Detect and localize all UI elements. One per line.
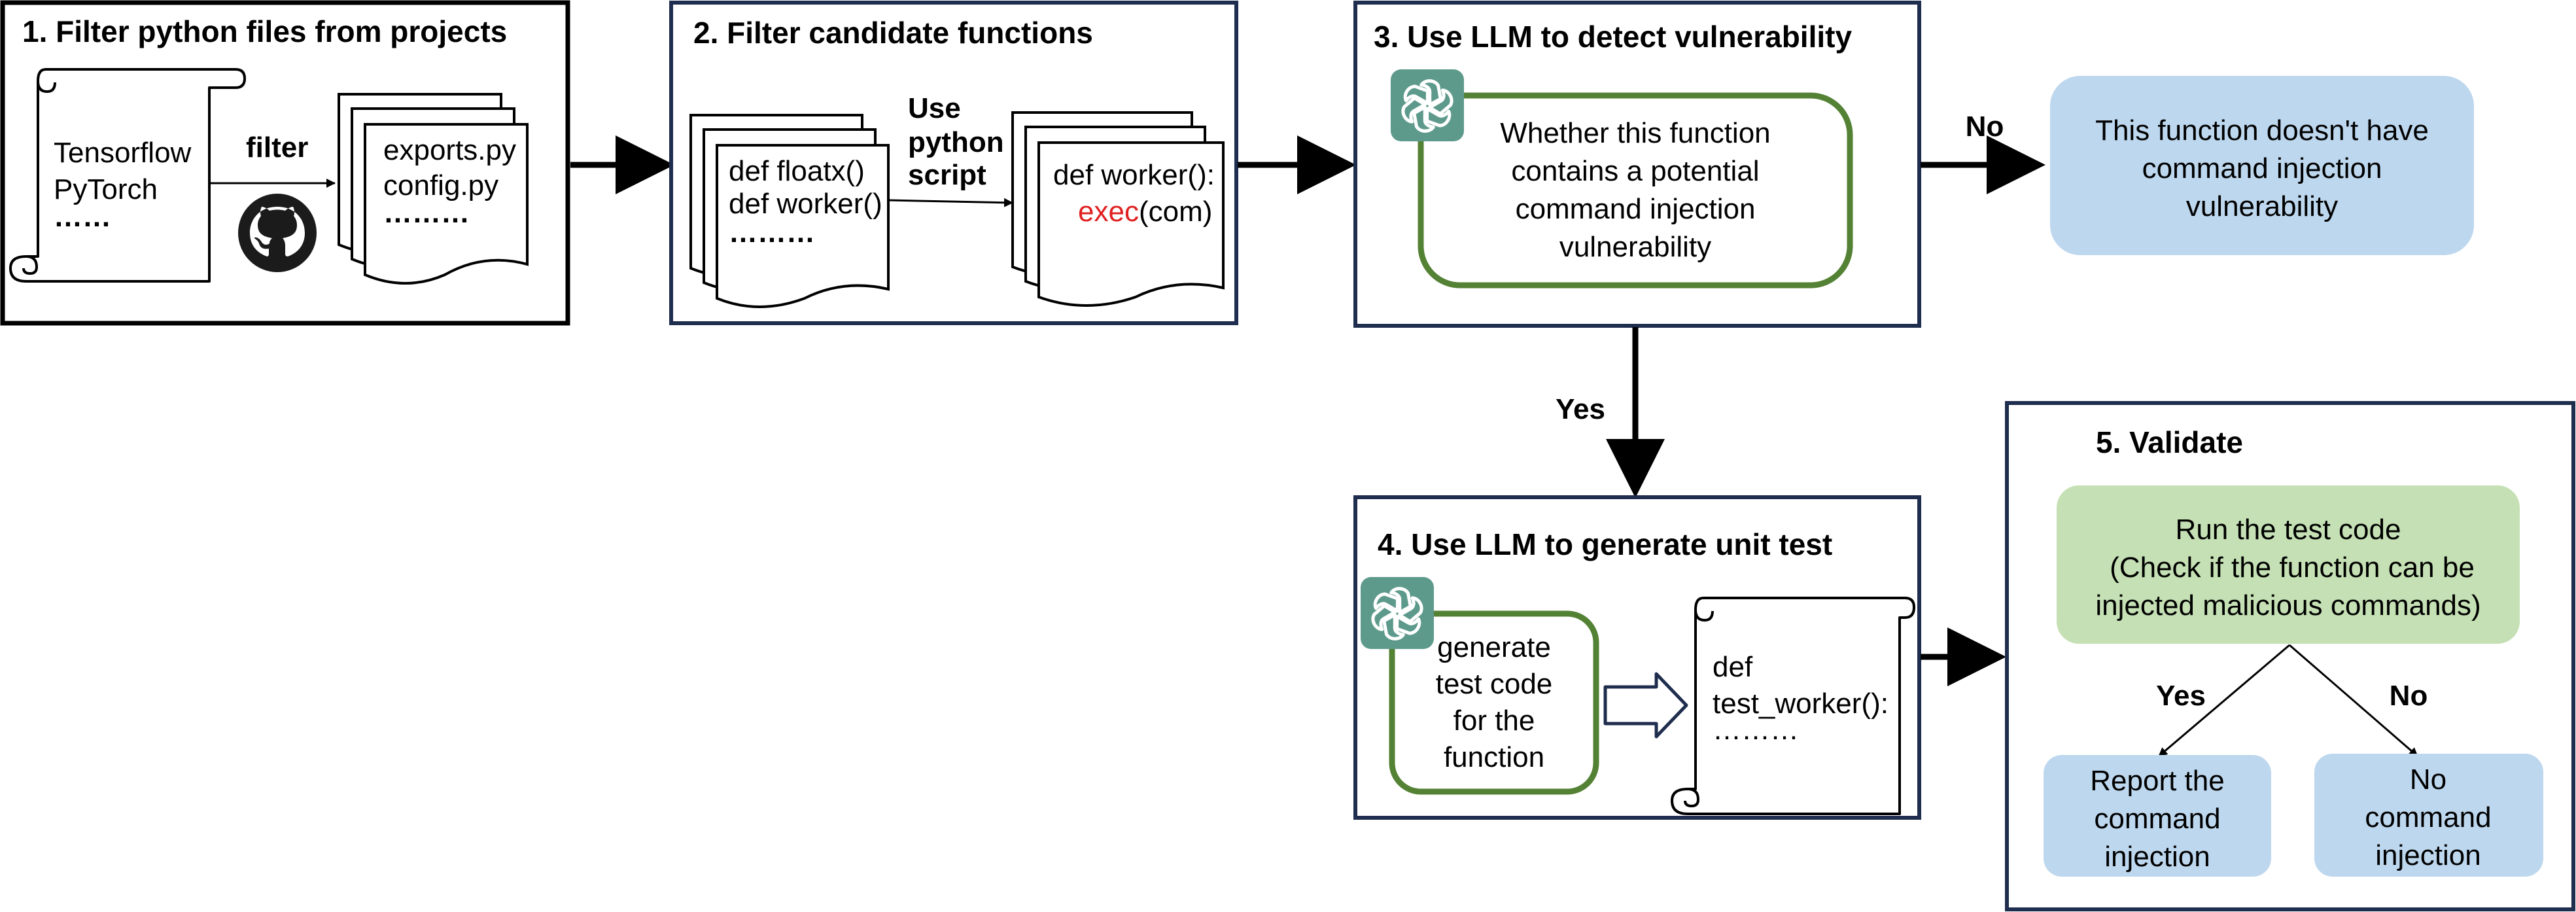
prompt-line-4: function (1444, 741, 1544, 773)
stage5-yes-label: Yes (2156, 680, 2206, 712)
github-icon (238, 194, 317, 272)
file-ellipsis: ……… (383, 197, 470, 229)
prompt-line-1: generate (1437, 631, 1551, 663)
stage3-yes-label: Yes (1556, 393, 1605, 425)
no-vuln-line-2: command injection (2142, 152, 2382, 184)
openai-icon (1391, 69, 1464, 141)
stage3-title: 3. Use LLM to detect vulnerability (1374, 20, 1852, 54)
question-line-2: contains a potential (1511, 155, 1759, 187)
report-injection-result (2044, 755, 2271, 877)
detect-question-box (1418, 92, 1853, 289)
exec-call-highlight: exec (1078, 196, 1139, 228)
project-tensorflow: Tensorflow (54, 137, 192, 169)
test-code-scroll-icon (1671, 597, 1915, 815)
no-vulnerability-result (2050, 76, 2474, 255)
script-label-use: Use (908, 92, 961, 124)
stage2-title: 2. Filter candidate functions (693, 16, 1093, 50)
question-line-4: vulnerability (1559, 231, 1711, 263)
no-injection-result (2314, 754, 2543, 877)
scroll-icon (9, 68, 246, 283)
filter-label: filter (246, 132, 308, 164)
run-test-box (2057, 485, 2520, 644)
stage5-no-label: No (2390, 680, 2428, 712)
selected-call: exec(com) (1078, 196, 1212, 228)
script-arrow (888, 198, 1013, 207)
arrow-validate-no (2289, 644, 2418, 758)
stage3-no-label: No (1966, 111, 2004, 143)
stage1-title: 1. Filter python files from projects (22, 14, 507, 48)
hollow-arrow-icon (1603, 672, 1688, 739)
run-line-3: injected malicious commands) (2095, 589, 2480, 622)
prompt-line-2: test code (1436, 668, 1553, 700)
run-line-2: (Check if the function can be (2110, 552, 2475, 584)
test-code-def: def (1713, 651, 1753, 683)
function-floatx: def floatx() (729, 155, 865, 187)
exec-call-args: (com) (1139, 196, 1212, 228)
stage4-title: 4. Use LLM to generate unit test (1378, 527, 1832, 561)
stage5-title: 5. Validate (2096, 425, 2243, 459)
test-code-ellipsis: ……… (1713, 714, 1799, 746)
prompt-line-3: for the (1453, 705, 1535, 737)
file-config: config.py (383, 169, 498, 202)
function-worker: def worker() (729, 188, 882, 220)
run-line-1: Run the test code (2176, 514, 2401, 546)
document-stack-icon (338, 93, 529, 285)
project-pytorch: PyTorch (54, 173, 158, 205)
report-line-2: command (2094, 803, 2220, 835)
project-ellipsis: …… (54, 201, 111, 233)
arrow-validate-yes (2158, 644, 2290, 758)
no-injection-line-3: injection (2375, 839, 2480, 871)
no-injection-line-2: command (2365, 801, 2491, 833)
generate-prompt-box (1389, 610, 1599, 795)
question-line-3: command injection (1516, 193, 1756, 225)
file-exports: exports.py (383, 134, 516, 166)
script-label-python: python (908, 126, 1004, 158)
script-label-script: script (908, 159, 986, 191)
selected-def: def worker(): (1053, 159, 1215, 191)
selected-function-pages-icon (1011, 111, 1225, 307)
no-vuln-line-1: This function doesn't have (2095, 114, 2429, 147)
openai-icon (1361, 577, 1434, 649)
question-line-1: Whether this function (1500, 117, 1770, 149)
no-injection-line-1: No (2410, 763, 2446, 796)
report-line-3: injection (2104, 841, 2210, 873)
no-vuln-line-3: vulnerability (2186, 190, 2338, 222)
report-line-1: Report the (2090, 765, 2224, 797)
test-code-name: test_worker(): (1713, 688, 1888, 720)
function-pages-icon (689, 114, 890, 308)
function-ellipsis: ……… (729, 217, 815, 249)
